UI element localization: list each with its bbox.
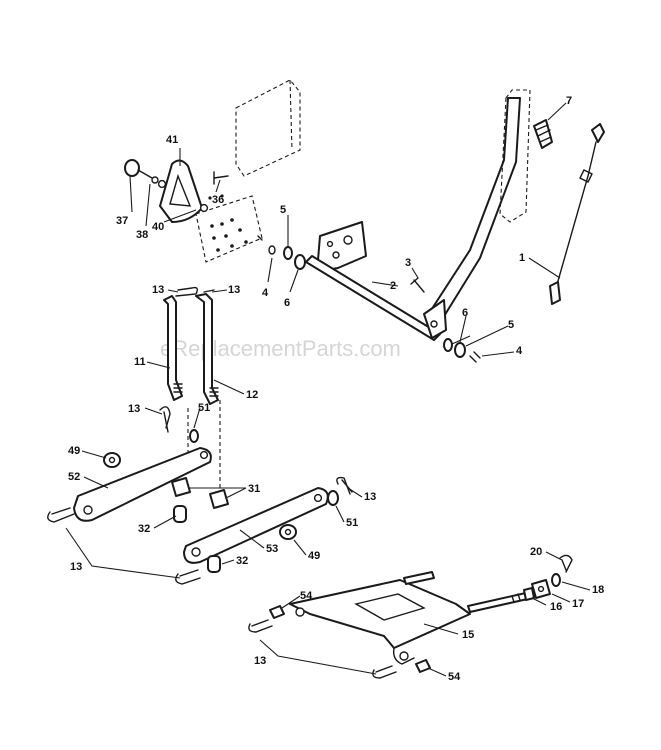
- callout-2: 2: [390, 280, 396, 292]
- bushing-31-right: [209, 489, 229, 509]
- callout-6-upper: 6: [284, 297, 290, 309]
- callout-1: 1: [519, 252, 525, 264]
- leader-lines: [65, 102, 591, 677]
- callout-labels: 1 2 3 7 5 4 6 6 5 4 41 36 37 38 40 13 13…: [68, 95, 604, 683]
- lift-link-rod-right: [195, 293, 219, 405]
- adjuster-rod: [467, 591, 533, 613]
- lift-arm-52: [73, 447, 212, 522]
- callout-15: 15: [462, 629, 474, 641]
- washer-49-lower: [279, 524, 297, 540]
- callout-31: 31: [248, 483, 260, 495]
- callout-49-upper: 49: [68, 445, 80, 457]
- callout-40: 40: [152, 221, 164, 233]
- callout-18: 18: [592, 584, 604, 596]
- callout-13-right: 13: [364, 491, 376, 503]
- callout-49-lower: 49: [308, 550, 320, 562]
- mount-plate-outline: [195, 194, 263, 263]
- bracket-plate-part: [317, 221, 367, 271]
- bolt-part: [213, 171, 229, 185]
- watermark-text: eReplacementParts.com: [160, 336, 401, 361]
- callout-51-upper: 51: [198, 402, 210, 414]
- callout-17: 17: [572, 598, 584, 610]
- shaft-end-washers: [443, 338, 481, 363]
- handle-grip-part: [157, 159, 209, 223]
- bolt-54-upper: [269, 605, 285, 619]
- callout-11: 11: [134, 356, 146, 368]
- callout-32-lower: 32: [236, 555, 248, 567]
- callout-54-lower: 54: [448, 671, 461, 683]
- hair-pin-clip-bottom-left: [248, 619, 273, 633]
- callout-13-bottom: 13: [254, 655, 266, 667]
- washer-51-lower: [327, 490, 339, 506]
- callout-5-lower: 5: [508, 319, 514, 331]
- control-rod-part: [549, 123, 605, 305]
- hair-pin-clip-20: [559, 554, 573, 573]
- bushing-32-upper: [173, 505, 187, 523]
- callout-6-lower: 6: [462, 307, 468, 319]
- callout-13-lower-left: 13: [70, 561, 82, 573]
- callout-41: 41: [166, 134, 178, 146]
- callout-54-upper: 54: [300, 590, 313, 602]
- trunnion-block: [523, 579, 551, 601]
- callout-38: 38: [136, 229, 148, 241]
- hair-pin-clip-mid: [159, 406, 171, 433]
- hair-pin-clip-right: [336, 476, 353, 495]
- callout-36: 36: [212, 194, 224, 206]
- lift-lever-part: [423, 89, 531, 339]
- callout-13-top-left: 13: [152, 284, 164, 296]
- callout-13-top-right: 13: [228, 284, 240, 296]
- callout-51-lower: 51: [346, 517, 358, 529]
- hitch-plate-15: [289, 579, 471, 665]
- washer-51-upper: [189, 429, 199, 443]
- callout-16: 16: [550, 601, 562, 613]
- callout-4-lower: 4: [516, 345, 523, 357]
- frame-panel-outline: [235, 79, 301, 177]
- bolt-54-lower: [415, 659, 431, 673]
- knob-part: [124, 159, 159, 184]
- callout-12: 12: [246, 389, 258, 401]
- lift-arm-53: [183, 487, 329, 564]
- callout-52: 52: [68, 471, 80, 483]
- bushing-31-left: [171, 477, 191, 497]
- bushing-32-lower: [207, 555, 221, 573]
- lift-shaft-part: [305, 255, 441, 341]
- callout-37: 37: [116, 215, 128, 227]
- callout-32-upper: 32: [138, 523, 150, 535]
- lift-link-rod-left: [163, 295, 183, 401]
- callout-20: 20: [530, 546, 542, 558]
- trunnion-washer: [551, 573, 561, 587]
- grip-part: [533, 119, 553, 149]
- hair-pin-clip-top: [175, 286, 215, 297]
- hair-pin-clip-bottom-right: [372, 665, 397, 679]
- callout-13-mid: 13: [128, 403, 140, 415]
- hair-pin-clip-arm53: [175, 569, 201, 585]
- spring-pin-part: [410, 277, 425, 293]
- callout-7: 7: [566, 95, 572, 107]
- callout-3: 3: [405, 257, 411, 269]
- washer-part: [257, 235, 306, 270]
- hair-pin-clip-left: [47, 507, 75, 523]
- callout-4-upper: 4: [262, 287, 269, 299]
- washer-49-upper: [103, 452, 121, 468]
- plate-stud: [403, 571, 435, 585]
- callout-53: 53: [266, 543, 278, 555]
- callout-5-upper: 5: [280, 204, 286, 216]
